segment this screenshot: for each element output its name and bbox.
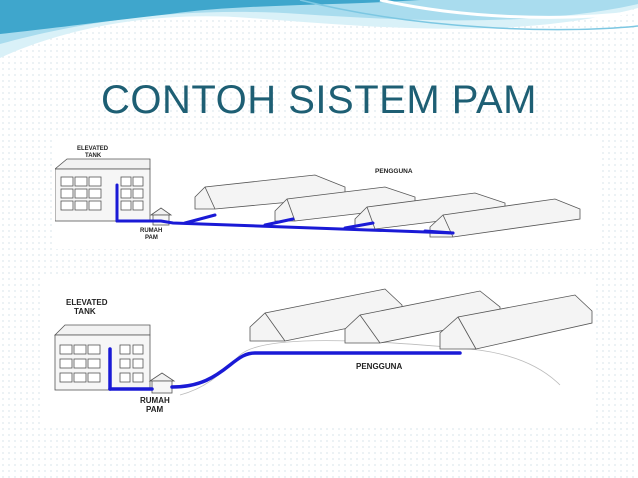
users-label: PENGGUNA (375, 168, 413, 175)
elevated-tank-label-line2: TANK (74, 307, 96, 316)
diagram-gravity-supply: ELEVATED TANK RUMAH PAM PENGGUN (40, 277, 595, 424)
house-3 (439, 294, 593, 350)
pump-house-label-line2: PAM (145, 235, 158, 241)
elevated-tank-building (53, 158, 151, 222)
pump-house (148, 372, 176, 394)
users-label: PENGGUNA (356, 362, 402, 371)
header-wave-decoration (0, 0, 638, 58)
elevated-tank-label-line1: ELEVATED (66, 298, 108, 307)
water-pipes (108, 347, 462, 391)
elevated-tank-label-line2: TANK (85, 153, 102, 159)
diagram-distribution-network: ELEVATED TANK RUMAH PAM (53, 137, 600, 249)
water-pipes (115, 183, 455, 235)
pump-house-label-line1: RUMAH (140, 228, 162, 234)
slide-title: CONTOH SISTEM PAM (101, 78, 537, 122)
pump-house-label-line2: PAM (146, 405, 164, 414)
elevated-tank-label-line1: ELEVATED (77, 146, 109, 152)
user-houses (194, 174, 581, 238)
user-houses (249, 288, 593, 350)
pump-house-label-line1: RUMAH (140, 396, 170, 405)
elevated-tank-building (54, 324, 151, 391)
